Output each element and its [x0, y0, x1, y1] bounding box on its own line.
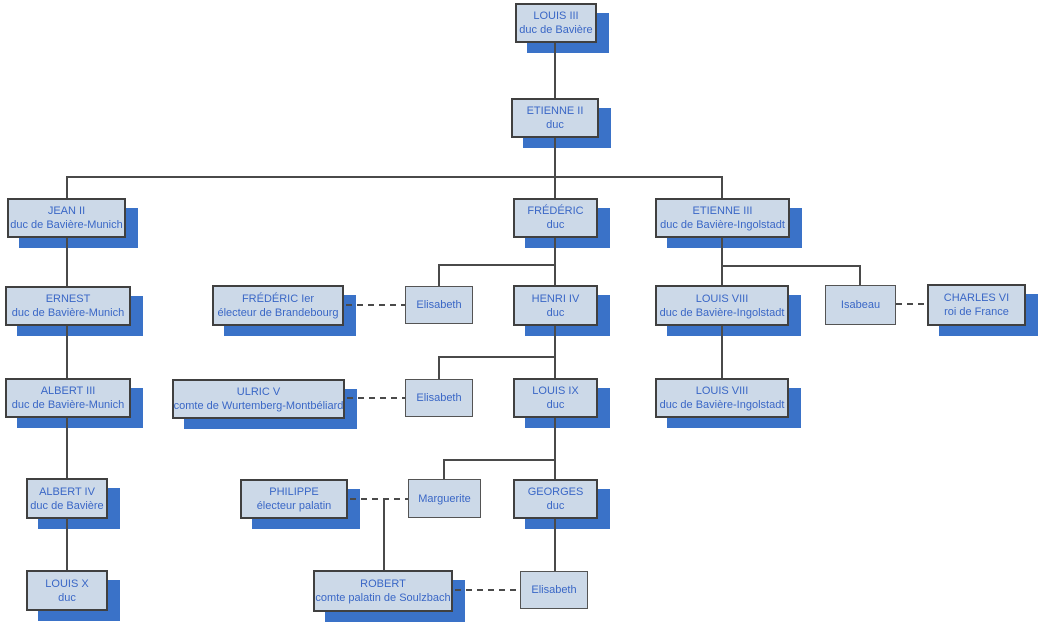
tree-node-georges[interactable]: GEORGES duc: [513, 479, 598, 519]
node-name: LOUIS X: [45, 577, 89, 590]
node-name: Marguerite: [418, 492, 471, 505]
marriage-dash-line: [347, 397, 405, 399]
node-title: duc: [546, 399, 565, 411]
connector-line: [554, 138, 556, 178]
connector-line: [66, 418, 68, 478]
tree-node-charles-vi[interactable]: CHARLES VI roi de France: [927, 284, 1026, 326]
node-title: duc: [58, 591, 76, 604]
tree-node-etienne-iii[interactable]: ETIENNE III duc de Bavière-Ingolstadt: [655, 198, 790, 238]
connector-line: [443, 459, 445, 479]
connector-line: [66, 238, 68, 286]
connector-line: [554, 43, 556, 98]
connector-line: [554, 519, 556, 571]
node-name: ULRIC V: [236, 386, 281, 398]
connector-line: [554, 418, 556, 479]
node-name: FRÉDÉRIC: [527, 205, 584, 217]
tree-node-marguerite[interactable]: Marguerite: [408, 479, 481, 518]
node-name: PHILIPPE: [269, 486, 319, 498]
connector-line: [438, 356, 556, 358]
tree-node-louis-viii-b[interactable]: LOUIS VIII duc de Bavière-Ingolstadt: [655, 378, 789, 418]
node-title: roi de France: [944, 306, 1009, 318]
node-title: duc: [546, 219, 565, 231]
connector-line: [721, 238, 723, 285]
connector-line: [66, 176, 723, 178]
marriage-dash-line: [455, 589, 520, 591]
tree-node-louis-iii[interactable]: LOUIS III duc de Bavière: [515, 3, 597, 43]
node-title: électeur palatin: [256, 500, 332, 512]
connector-line: [554, 176, 556, 198]
node-title: duc de Bavière: [30, 499, 104, 512]
connector-line: [721, 326, 723, 378]
node-name: FRÉDÉRIC Ier: [241, 292, 315, 305]
node-title: duc de Bavière-Ingolstadt: [659, 399, 785, 411]
node-name: LOUIS VIII: [695, 385, 749, 397]
connector-line: [66, 519, 68, 570]
connector-line: [721, 176, 723, 198]
node-title: duc de Bavière-Munich: [11, 399, 125, 411]
tree-node-jean-ii[interactable]: JEAN II duc de Bavière-Munich: [7, 198, 126, 238]
connector-line: [554, 326, 556, 378]
node-name: CHARLES VI: [943, 292, 1010, 304]
tree-node-albert-iii[interactable]: ALBERT III duc de Bavière-Munich: [5, 378, 131, 418]
node-name: Elisabeth: [416, 299, 462, 311]
connector-line: [438, 264, 440, 286]
node-title: duc: [546, 119, 564, 131]
tree-node-ulric-v[interactable]: ULRIC V comte de Wurtemberg-Montbéliard: [172, 379, 345, 419]
connector-line: [66, 176, 68, 198]
tree-node-louis-ix[interactable]: LOUIS IX duc: [513, 378, 598, 418]
node-name: JEAN II: [47, 205, 86, 217]
node-title: duc de Bavière-Munich: [11, 307, 125, 319]
connector-line: [66, 326, 68, 378]
node-title: duc de Bavière: [519, 24, 593, 36]
connector-line: [554, 238, 556, 285]
node-title: électeur de Brandebourg: [217, 306, 339, 319]
marriage-dash-line: [350, 498, 408, 500]
node-title: duc de Bavière-Ingolstadt: [659, 306, 785, 319]
node-title: comte de Wurtemberg-Montbéliard: [173, 400, 344, 412]
connector-line: [438, 264, 556, 266]
tree-node-robert[interactable]: ROBERT comte palatin de Soulzbach: [313, 570, 453, 612]
tree-node-ernest[interactable]: ERNEST duc de Bavière-Munich: [5, 286, 131, 326]
node-title: duc: [546, 500, 565, 512]
connector-line: [438, 356, 440, 379]
node-name: ERNEST: [45, 293, 91, 305]
marriage-dash-line: [346, 304, 405, 306]
tree-node-etienne-ii[interactable]: ETIENNE II duc: [511, 98, 599, 138]
node-title: duc de Bavière-Munich: [10, 219, 123, 231]
node-title: duc: [546, 306, 565, 319]
node-name: ALBERT III: [40, 385, 96, 397]
connector-line: [721, 265, 861, 267]
node-name: LOUIS III: [533, 10, 579, 22]
tree-node-elisabeth-2[interactable]: Elisabeth: [405, 379, 473, 417]
tree-node-isabeau[interactable]: Isabeau: [825, 285, 896, 325]
connector-line: [443, 459, 556, 461]
node-name: HENRI IV: [531, 292, 580, 305]
node-name: ROBERT: [360, 578, 406, 590]
tree-node-elisabeth-3[interactable]: Elisabeth: [520, 571, 588, 609]
node-name: ALBERT IV: [39, 485, 95, 498]
node-name: Elisabeth: [416, 392, 462, 404]
node-name: GEORGES: [527, 486, 584, 498]
connector-line: [859, 265, 861, 285]
node-name: ETIENNE II: [526, 105, 584, 117]
node-title: duc de Bavière-Ingolstadt: [660, 219, 785, 231]
tree-node-philippe[interactable]: PHILIPPE électeur palatin: [240, 479, 348, 519]
marriage-dash-line: [896, 303, 927, 305]
node-name: Isabeau: [840, 299, 881, 311]
tree-node-frederic[interactable]: FRÉDÉRIC duc: [513, 198, 598, 238]
node-title: comte palatin de Soulzbach: [315, 592, 451, 604]
connector-line: [383, 500, 385, 570]
node-name: LOUIS IX: [532, 385, 579, 397]
tree-node-elisabeth-1[interactable]: Elisabeth: [405, 286, 473, 324]
node-name: Elisabeth: [531, 584, 577, 596]
node-name: ETIENNE III: [692, 205, 753, 217]
node-name: LOUIS VIII: [695, 292, 749, 305]
